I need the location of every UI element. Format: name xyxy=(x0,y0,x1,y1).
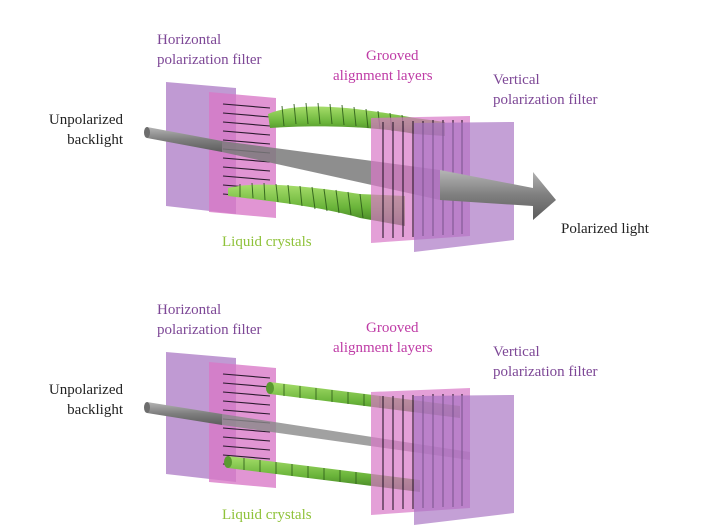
horizontal-filter-label-line1: Horizontal xyxy=(157,302,221,318)
vertical-filter-sheet xyxy=(414,395,514,525)
grooved-layers-label-line1: Grooved xyxy=(366,48,419,64)
backlight-label-line2: backlight xyxy=(67,402,124,418)
vertical-filter-label-line2: polarization filter xyxy=(493,92,598,108)
horizontal-filter-label-line1: Horizontal xyxy=(157,32,221,48)
liquid-crystals-label: Liquid crystals xyxy=(222,234,312,250)
grooved-layers-label-line2: alignment layers xyxy=(333,68,433,84)
beam-end xyxy=(144,402,150,413)
vertical-filter-label-line1: Vertical xyxy=(493,344,540,360)
top-panel: Horizontal polarization filter Grooved a… xyxy=(49,32,650,252)
horizontal-grooves xyxy=(222,373,271,469)
backlight-label-line2: backlight xyxy=(67,132,124,148)
vertical-filter-label-line1: Vertical xyxy=(493,72,540,88)
grooved-layers-label-line1: Grooved xyxy=(366,320,419,336)
liquid-crystal-helix-bottom xyxy=(228,182,405,226)
horizontal-filter-label-line2: polarization filter xyxy=(157,52,262,68)
vertical-filter-label-line2: polarization filter xyxy=(493,364,598,380)
polarized-light-arrow xyxy=(440,170,556,220)
beam-end xyxy=(144,127,150,138)
backlight-beam xyxy=(147,127,222,152)
bottom-panel: Horizontal polarization filter Grooved a… xyxy=(49,302,598,525)
horizontal-filter-label-line2: polarization filter xyxy=(157,322,262,338)
polarized-light-label: Polarized light xyxy=(561,221,650,237)
backlight-label-line1: Unpolarized xyxy=(49,112,124,128)
grooved-layers-label-line2: alignment layers xyxy=(333,340,433,356)
backlight-beam xyxy=(147,402,222,425)
backlight-label-line1: Unpolarized xyxy=(49,382,124,398)
liquid-crystals-label: Liquid crystals xyxy=(222,507,312,523)
